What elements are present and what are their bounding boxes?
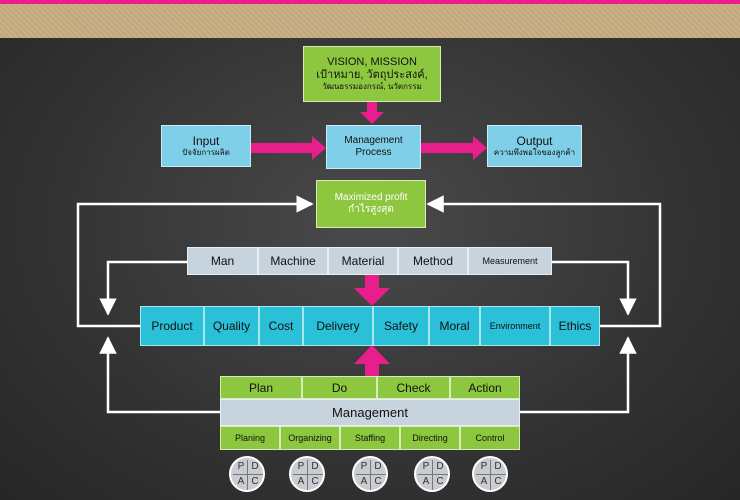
pdca-p: P (360, 461, 368, 472)
outcome-delivery: Delivery (303, 306, 373, 346)
input-title: Input (192, 134, 220, 148)
outcome-environment: Environment (480, 306, 550, 346)
pdca-circle-5: P D A C (472, 456, 508, 492)
outcome-safety: Safety (373, 306, 429, 346)
pdca-c: C (494, 476, 502, 487)
pdca-circle-3: P D A C (352, 456, 388, 492)
pdca-action: Action (450, 376, 520, 399)
input-subtitle: ปัจจัยการผลิต (182, 148, 230, 158)
five-m-measurement: Measurement (468, 247, 552, 275)
function-planing: Planing (220, 426, 280, 450)
outcome-cost: Cost (259, 306, 303, 346)
five-m-machine: Machine (258, 247, 328, 275)
outcomes-row: Product Quality Cost Delivery Safety Mor… (140, 306, 600, 346)
process-line1: Management (344, 135, 403, 146)
management-bar: Management (220, 399, 520, 426)
outcome-quality: Quality (204, 306, 259, 346)
pdca-a: A (237, 476, 245, 487)
pdca-circle-1: P D A C (229, 456, 265, 492)
arrow-vision-to-process (360, 102, 384, 124)
line-management-right-to-outcomes (520, 336, 637, 414)
management-process-box: Management Process (326, 125, 421, 169)
pdca-p: P (237, 461, 245, 472)
process-line2: Process (355, 147, 392, 158)
five-m-material: Material (328, 247, 398, 275)
function-organizing: Organizing (280, 426, 340, 450)
pdca-circle-4: P D A C (414, 456, 450, 492)
output-box: Output ความพึงพอใจของลูกค้า (487, 125, 582, 167)
pdca-c: C (436, 476, 444, 487)
pdca-row: Plan Do Check Action (220, 376, 520, 399)
pdca-a: A (297, 476, 305, 487)
output-title: Output (516, 134, 553, 148)
line-5m-left-to-outcomes (99, 260, 187, 316)
input-box: Input ปัจจัยการผลิต (161, 125, 251, 167)
top-banner (0, 0, 740, 38)
profit-title: Maximized profit (334, 192, 408, 203)
arrow-management-to-outcomes (354, 345, 390, 376)
line-management-left-to-outcomes (99, 336, 220, 414)
magenta-arrows (251, 102, 487, 376)
vision-mission-box: VISION, MISSION เป้าหมาย, วัตถุประสงค์, … (303, 46, 441, 102)
vision-title: VISION, MISSION (327, 56, 417, 69)
outcome-ethics: Ethics (550, 306, 600, 346)
pdca-d: D (311, 461, 319, 472)
five-m-man: Man (187, 247, 258, 275)
management-label: Management (332, 404, 408, 420)
pdca-d: D (494, 461, 502, 472)
pdca-a: A (422, 476, 430, 487)
arrow-process-to-output (421, 136, 487, 160)
pdca-c: C (251, 476, 259, 487)
pdca-check: Check (377, 376, 450, 399)
vision-culture: วัฒนธรรมองกรณ์, นวัตกรรม (322, 82, 422, 92)
output-subtitle: ความพึงพอใจของลูกค้า (493, 148, 576, 158)
pdca-p: P (297, 461, 305, 472)
pdca-p: P (422, 461, 430, 472)
five-m-method: Method (398, 247, 468, 275)
pdca-d: D (436, 461, 444, 472)
arrow-5m-to-outcomes (354, 274, 390, 306)
outcome-product: Product (140, 306, 204, 346)
pdca-a: A (360, 476, 368, 487)
pdca-p: P (480, 461, 488, 472)
functions-row: Planing Organizing Staffing Directing Co… (220, 426, 520, 450)
pdca-c: C (374, 476, 382, 487)
outcome-moral: Moral (429, 306, 480, 346)
arrow-input-to-process (251, 136, 326, 160)
line-outcomes-left-to-profit (76, 195, 314, 328)
pdca-a: A (480, 476, 488, 487)
pdca-circle-2: P D A C (289, 456, 325, 492)
function-directing: Directing (400, 426, 460, 450)
profit-thai: กำไรสูงสุด (348, 204, 394, 215)
maximized-profit-box: Maximized profit กำไรสูงสุด (316, 180, 426, 228)
line-outcomes-right-to-profit (426, 195, 662, 328)
vision-goals: เป้าหมาย, วัตถุประสงค์, (316, 69, 428, 82)
pdca-c: C (311, 476, 319, 487)
function-staffing: Staffing (340, 426, 400, 450)
five-m-row: Man Machine Material Method Measurement (187, 247, 552, 275)
pdca-plan: Plan (220, 376, 302, 399)
pdca-do: Do (302, 376, 377, 399)
pdca-d: D (374, 461, 382, 472)
line-5m-right-to-outcomes (552, 260, 637, 316)
function-control: Control (460, 426, 520, 450)
pdca-d: D (251, 461, 259, 472)
